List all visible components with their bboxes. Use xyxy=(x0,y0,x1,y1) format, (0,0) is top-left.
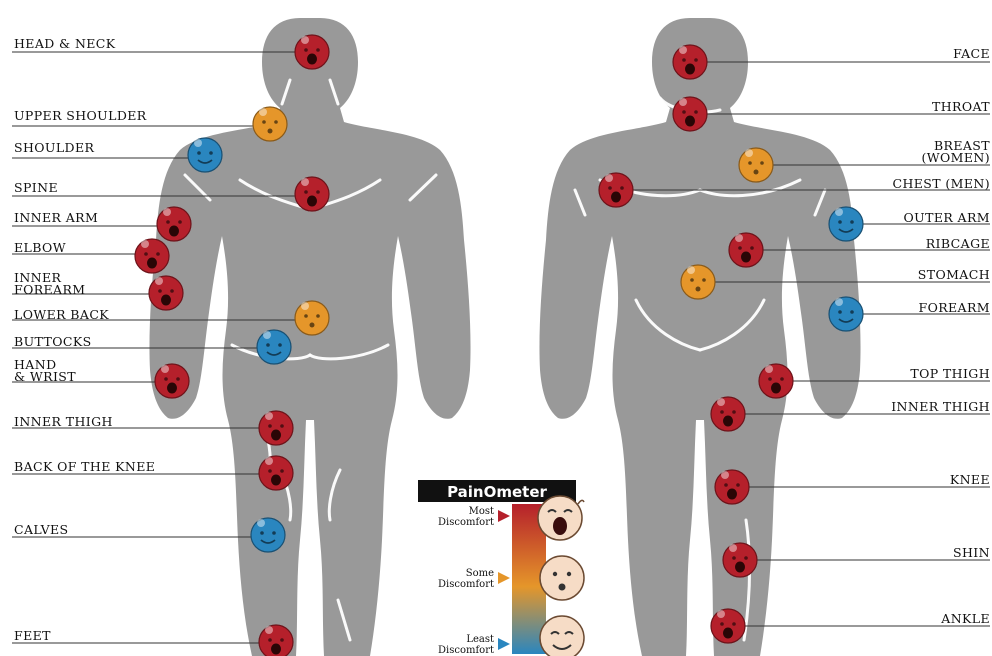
label-inner-arm: INNER ARM xyxy=(14,210,98,225)
label-breast-2: (WOMEN) xyxy=(921,150,990,165)
label-chest: CHEST (MEN) xyxy=(893,176,990,191)
label-shin: SHIN xyxy=(953,545,990,560)
label-spine: SPINE xyxy=(14,180,58,195)
label-forearm: FOREARM xyxy=(919,300,991,315)
label-back-of-knee: BACK OF THE KNEE xyxy=(14,459,155,474)
pain-face-most xyxy=(295,35,329,69)
pain-face-least xyxy=(257,330,291,364)
painometer: PainOmeter Most Discomfort Some Discomfo… xyxy=(418,480,584,656)
smiling-face-icon xyxy=(540,616,584,656)
some-label-1: Some xyxy=(466,568,494,579)
pain-face-some xyxy=(681,265,715,299)
pain-face-most xyxy=(135,239,169,273)
pain-face-most xyxy=(711,397,745,431)
pain-face-least xyxy=(829,207,863,241)
pain-face-most xyxy=(259,625,293,656)
least-pointer-icon xyxy=(498,638,510,650)
least-label-1: Least xyxy=(466,634,494,645)
label-face: FACE xyxy=(953,46,990,61)
pain-face-most xyxy=(259,411,293,445)
pain-face-least xyxy=(251,518,285,552)
label-calves: CALVES xyxy=(14,522,69,537)
pain-face-some xyxy=(253,107,287,141)
label-knee: KNEE xyxy=(950,472,990,487)
pain-face-most xyxy=(295,177,329,211)
label-feet: FEET xyxy=(14,628,51,643)
label-top-thigh: TOP THIGH xyxy=(910,366,990,381)
neutral-face-icon xyxy=(540,556,584,600)
most-label-2: Discomfort xyxy=(438,517,494,528)
label-lower-back: LOWER BACK xyxy=(14,307,109,322)
label-hand-wrist-2: & WRIST xyxy=(14,369,76,384)
label-upper-shoulder: UPPER SHOULDER xyxy=(14,108,147,123)
label-elbow: ELBOW xyxy=(14,240,66,255)
label-throat: THROAT xyxy=(932,99,990,114)
some-pointer-icon xyxy=(498,572,510,584)
pain-face-most xyxy=(599,173,633,207)
pain-face-most xyxy=(673,45,707,79)
pain-face-most xyxy=(723,543,757,577)
pain-face-most xyxy=(155,364,189,398)
crying-face-icon xyxy=(538,496,584,540)
pain-face-some xyxy=(739,148,773,182)
pain-face-most xyxy=(673,97,707,131)
pain-face-most xyxy=(259,456,293,490)
label-buttocks: BUTTOCKS xyxy=(14,334,92,349)
pain-face-most xyxy=(157,207,191,241)
pain-face-least xyxy=(188,138,222,172)
label-stomach: STOMACH xyxy=(918,267,990,282)
painometer-title: PainOmeter xyxy=(447,483,547,501)
label-outer-arm: OUTER ARM xyxy=(904,210,990,225)
pain-face-some xyxy=(295,301,329,335)
label-inner-forearm-2: FOREARM xyxy=(14,282,86,297)
pain-face-most xyxy=(715,470,749,504)
label-ribcage: RIBCAGE xyxy=(926,236,990,251)
label-shoulder: SHOULDER xyxy=(14,140,94,155)
back-view-figure xyxy=(149,18,470,656)
some-label-2: Discomfort xyxy=(438,579,494,590)
pain-face-most xyxy=(759,364,793,398)
least-label-2: Discomfort xyxy=(438,645,494,656)
pain-face-most xyxy=(711,609,745,643)
label-head-neck: HEAD & NECK xyxy=(14,36,116,51)
label-inner-thigh-front: INNER THIGH xyxy=(891,399,990,414)
pain-face-most xyxy=(149,276,183,310)
label-inner-thigh-back: INNER THIGH xyxy=(14,414,113,429)
most-label-1: Most xyxy=(469,506,494,517)
pain-face-least xyxy=(829,297,863,331)
most-pointer-icon xyxy=(498,510,510,522)
pain-face-most xyxy=(729,233,763,267)
label-ankle: ANKLE xyxy=(940,611,990,626)
